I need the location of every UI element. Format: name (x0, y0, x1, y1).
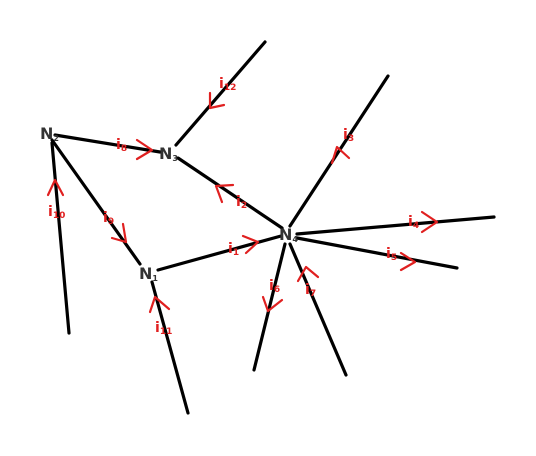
arrow-i4 (420, 210, 439, 234)
wire-n3-n4 (176, 156, 284, 230)
current-label-i2: i2 (236, 194, 247, 211)
arrow-i3 (330, 145, 351, 165)
wire-n4-external-i7 (288, 242, 348, 377)
arrow-i6 (261, 295, 284, 313)
current-label-i7: i7 (305, 282, 316, 299)
wires (50, 40, 496, 415)
wire-n2-n1 (50, 138, 142, 266)
arrow-i5 (399, 251, 417, 272)
arrow-i9 (110, 222, 128, 244)
wire-n2-n3 (53, 133, 162, 154)
arrow-i1 (241, 234, 260, 255)
current-label-i11: i11 (155, 320, 172, 337)
node-labels: N1 N2 N3 N4 (40, 124, 298, 283)
wire-n3-external (174, 40, 267, 147)
arrow-i7 (296, 265, 320, 283)
current-arrows (46, 91, 439, 314)
arrow-i8 (135, 138, 154, 161)
current-label-i1: i1 (228, 241, 239, 258)
arrow-i10 (46, 178, 65, 197)
wire-n1-n4 (156, 234, 283, 272)
wire-n1-external (150, 280, 190, 415)
node-n1-label: N1 (139, 264, 158, 283)
wire-n4-external-i3 (288, 74, 390, 228)
arrow-i11 (148, 295, 171, 314)
wire-n4-external-i5 (295, 236, 459, 270)
current-label-i3: i3 (343, 127, 354, 144)
wire-n2-external (50, 141, 71, 335)
current-label-i9: i9 (103, 210, 114, 227)
current-label-i5: i5 (386, 246, 397, 263)
current-label-i8: i8 (116, 137, 127, 154)
node-n3-label: N3 (159, 144, 178, 163)
current-label-i6: i6 (269, 278, 280, 295)
current-labels: i1 i2 i3 i4 i5 i6 i7 i8 i9 i10 i11 (48, 76, 419, 337)
wire-n4-external-i4 (295, 215, 496, 236)
wire-n4-external-i6 (252, 242, 287, 372)
node-n4-label: N4 (279, 225, 298, 244)
arrow-i2 (214, 183, 235, 204)
node-n2-label: N2 (40, 124, 59, 143)
current-label-i12: i12 (219, 76, 236, 93)
arrow-i12 (208, 91, 226, 110)
current-label-i4: i4 (408, 214, 419, 231)
current-label-i10: i10 (48, 204, 65, 221)
